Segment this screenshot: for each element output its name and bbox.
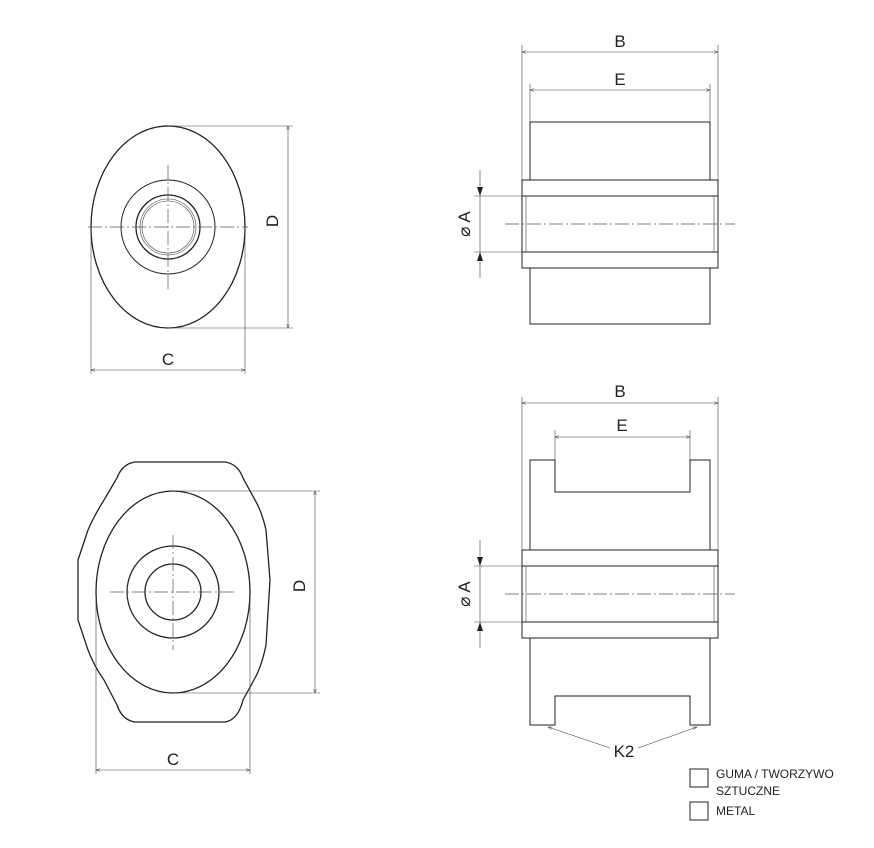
outer-octagon [77, 461, 271, 723]
rubber-block-top [529, 121, 711, 181]
legend: GUMA / TWORZYWO SZTUCZNE METAL [689, 767, 834, 821]
legend-swatch-rubber [689, 768, 709, 788]
legend-label-rubber-line2: SZTUCZNE [716, 784, 780, 798]
dimension-label-e: E [614, 70, 625, 89]
arrow [477, 187, 483, 196]
metal-sleeve-bottom [521, 251, 719, 269]
arrow [477, 557, 483, 566]
callout-label-k2: K2 [614, 742, 635, 761]
dimension-label-e: E [616, 416, 627, 435]
metal-sleeve-bottom [521, 621, 719, 639]
leader-line-k2 [548, 726, 611, 749]
leader-line-k2 [637, 726, 697, 749]
metal-sleeve-top [521, 179, 719, 197]
dimension-label-b: B [614, 382, 625, 401]
dimension-label-c: C [162, 350, 174, 369]
metal-sleeve-top [521, 549, 719, 567]
dimension-label-d: D [263, 215, 282, 227]
arrow [477, 252, 483, 261]
bottom-section-view: B E ⌀ A K2 [455, 382, 735, 761]
dimension-label-a: ⌀ A [455, 581, 474, 607]
legend-label-rubber-line1: GUMA / TWORZYWO [716, 767, 834, 781]
legend-label-metal: METAL [716, 804, 755, 818]
rubber-block-top [529, 459, 711, 551]
legend-swatch-metal [689, 801, 709, 821]
dimension-label-c: C [167, 750, 179, 769]
arrow [477, 622, 483, 631]
top-front-view: D C [88, 125, 293, 374]
rubber-block-bottom [529, 267, 711, 325]
top-section-view: B E ⌀ A [455, 32, 735, 325]
dimension-label-d: D [290, 580, 309, 592]
dimension-label-b: B [614, 32, 625, 51]
bottom-front-view: D C [77, 461, 320, 774]
dimension-label-a: ⌀ A [455, 211, 474, 237]
rubber-block-bottom [529, 637, 711, 726]
